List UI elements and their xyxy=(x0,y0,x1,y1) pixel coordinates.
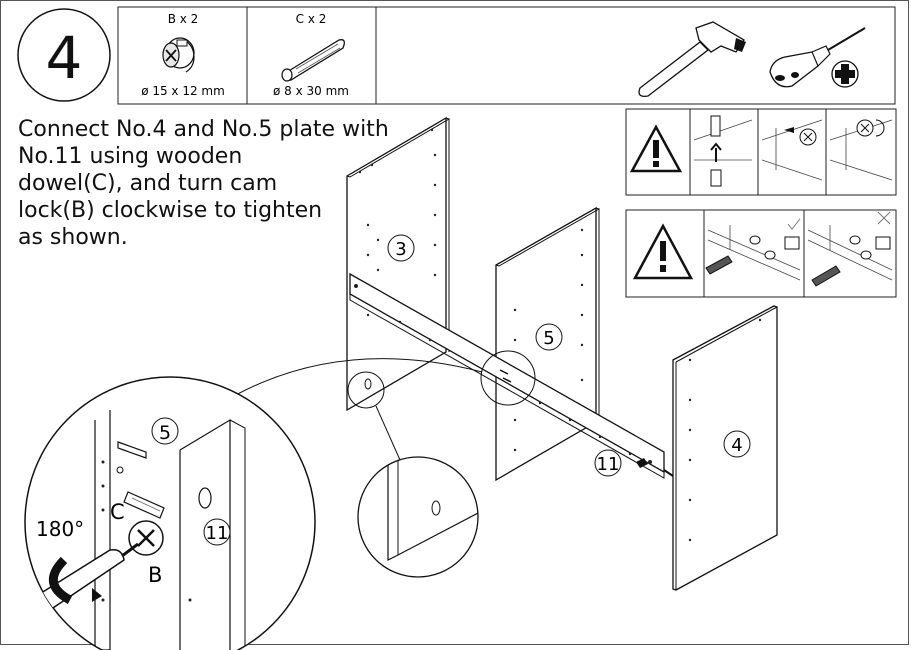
instruction-line: No.11 using wooden xyxy=(18,144,243,169)
instruction-line: lock(B) clockwise to tighten xyxy=(18,198,323,223)
part-c-size: ø 8 x 30 mm xyxy=(273,84,349,98)
step-badge: 4 xyxy=(17,8,111,102)
warning-icon xyxy=(629,124,683,173)
part-b-size: ø 15 x 12 mm xyxy=(141,84,225,98)
panel-11-label: 11 xyxy=(597,454,620,475)
detail-panel-11-label: 11 xyxy=(206,523,229,544)
instruction-text: Connect No.4 and No.5 plate with No.11 u… xyxy=(18,116,418,251)
zoom-detail-hole xyxy=(357,456,479,578)
part-b-label: B x 2 xyxy=(168,12,199,26)
detail-panel-5-label: 5 xyxy=(159,422,171,444)
step-number: 4 xyxy=(46,24,83,92)
detail-circle-assembly: 5 11 180° C B xyxy=(24,376,316,650)
wooden-dowel-detail-icon xyxy=(123,491,165,519)
part-c: C x 2 ø 8 x 30 mm xyxy=(273,12,349,98)
warning-box-dowel-orientation xyxy=(625,209,897,298)
callout-hole xyxy=(347,371,401,461)
instruction-line: Connect No.4 and No.5 plate with xyxy=(18,117,389,142)
phillips-screwdriver-icon xyxy=(769,27,866,88)
rotation-label: 180° xyxy=(36,517,84,541)
parts-box xyxy=(117,6,896,105)
panel-3: 3 xyxy=(346,116,451,412)
part-c-callout: C xyxy=(110,500,125,524)
hammer-icon xyxy=(638,21,746,97)
wooden-dowel-icon xyxy=(281,39,345,82)
panel-5-label: 5 xyxy=(543,328,554,349)
warning-box-cam-orientation xyxy=(625,108,897,196)
panel-4: 4 xyxy=(672,305,778,591)
instruction-line: dowel(C), and turn cam xyxy=(18,171,278,196)
instruction-line: as shown. xyxy=(18,225,128,250)
cam-lock-detail-icon xyxy=(128,520,164,556)
warning-icon xyxy=(632,223,694,280)
panel-5: 5 xyxy=(495,206,601,482)
part-b-callout: B xyxy=(148,563,162,587)
part-b: B x 2 ø 15 x 12 mm xyxy=(141,12,225,98)
cam-lock-icon xyxy=(162,37,195,73)
screwdriver-detail-icon xyxy=(28,542,139,615)
part-c-label: C x 2 xyxy=(296,12,327,26)
panel-4-label: 4 xyxy=(731,435,742,456)
panel-3-label: 3 xyxy=(395,239,406,260)
